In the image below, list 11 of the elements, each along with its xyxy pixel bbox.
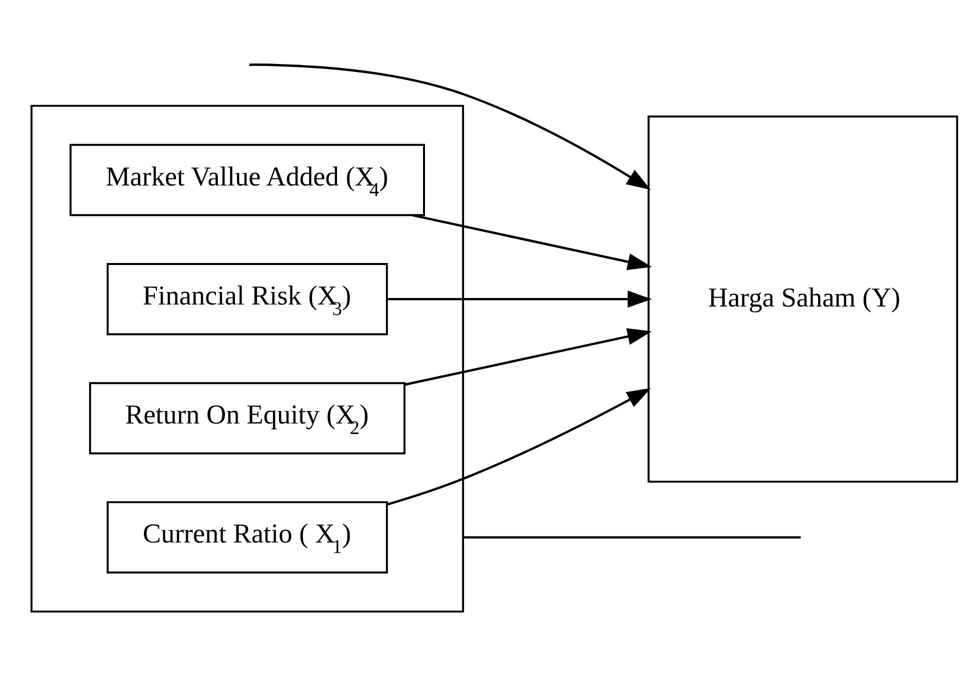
node-box: Harga Saham (Y) <box>648 115 958 482</box>
node-box: Financial Risk (X$_{3}$) <box>106 262 388 335</box>
connector <box>463 536 801 538</box>
arrow <box>404 328 652 386</box>
arrow <box>387 290 652 308</box>
node-box: Current Ratio ( X$_{1}$) <box>106 500 388 573</box>
node-box: Market Vallue Added (X$_{4}$) <box>70 143 425 216</box>
cluster <box>30 104 464 612</box>
arrow <box>386 388 652 506</box>
arrow <box>249 63 651 190</box>
arrow <box>412 214 652 270</box>
